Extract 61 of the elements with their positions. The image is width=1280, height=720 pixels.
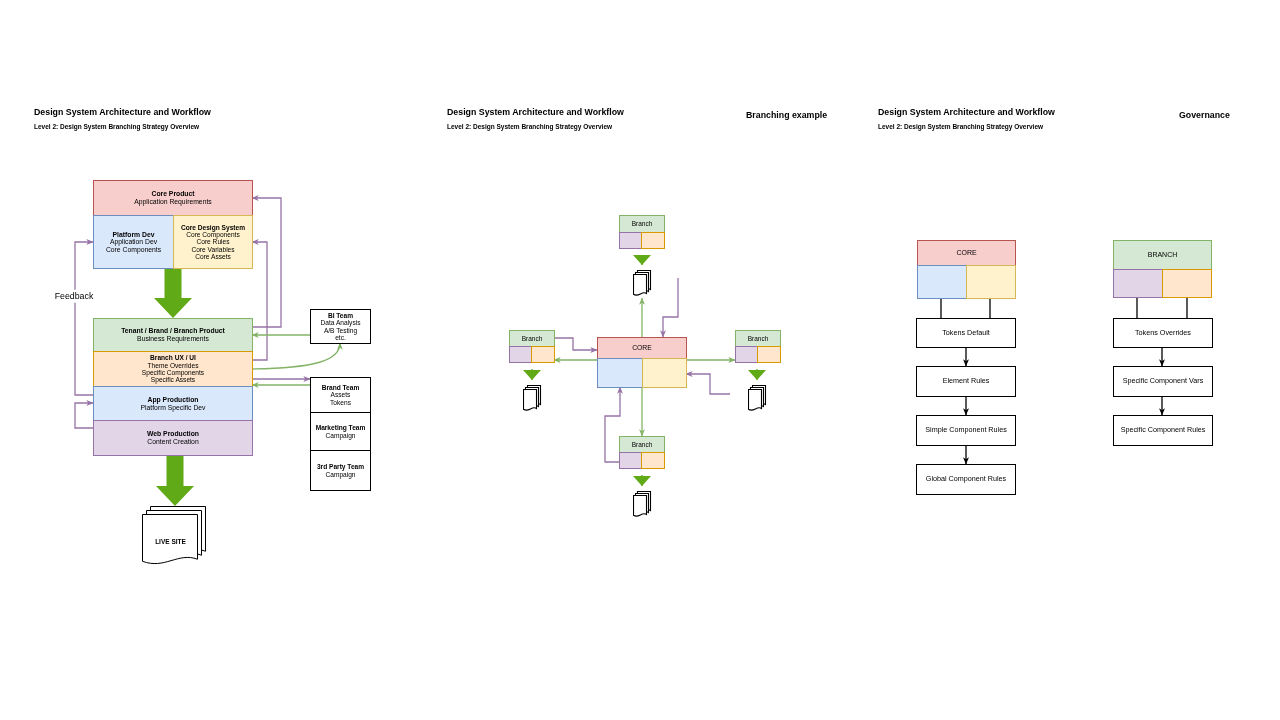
- arrow: [251, 376, 311, 382]
- arrow: [660, 277, 679, 338]
- chevron-arrow: [748, 368, 766, 381]
- chevron-arrow: [633, 254, 651, 266]
- arrow: [604, 386, 623, 463]
- arrow: [251, 239, 268, 361]
- process-box: [597, 337, 687, 359]
- process-box: [916, 318, 1016, 348]
- process-box: [173, 215, 253, 269]
- process-box: [310, 450, 371, 491]
- arrow: [685, 371, 731, 395]
- arrow: [639, 297, 645, 338]
- connector-line: [940, 297, 942, 319]
- process-box: [93, 351, 253, 387]
- diagram-title: Design System Architecture and Workflow: [34, 107, 211, 118]
- document-stack-icon: [633, 491, 652, 520]
- panel-heading: Design System Architecture and Workflow: [878, 107, 1055, 118]
- panel-heading: Design System Architecture and Workflow: [447, 107, 624, 118]
- document-stack-icon: [523, 385, 542, 414]
- process-box: [1113, 318, 1213, 348]
- arrow: [251, 332, 311, 338]
- arrow: [251, 382, 311, 388]
- arrow: [963, 395, 969, 416]
- process-box: [310, 412, 371, 451]
- arrow: [685, 357, 736, 363]
- process-box: [1113, 240, 1212, 270]
- arrow: [963, 444, 969, 465]
- edge-label: Feedback: [54, 289, 94, 303]
- process-box: [1113, 415, 1213, 446]
- process-box: [93, 180, 253, 216]
- arrow: [553, 337, 598, 353]
- arrow: [1159, 346, 1165, 367]
- document-stack-icon: [748, 385, 767, 414]
- process-box: [310, 377, 371, 413]
- process-box: [1113, 366, 1213, 397]
- arrow: [251, 342, 343, 370]
- process-box: [619, 215, 665, 233]
- arrow: [639, 386, 645, 437]
- chevron-arrow: [633, 474, 651, 487]
- section-heading: Branching example: [746, 110, 828, 121]
- process-box: [916, 366, 1016, 397]
- arrow: [553, 357, 598, 363]
- arrow: [74, 400, 94, 429]
- arrow: [963, 346, 969, 367]
- connector-line: [1136, 296, 1138, 319]
- process-box: [310, 309, 371, 344]
- arrow: [1159, 395, 1165, 416]
- arrow: [74, 239, 94, 396]
- process-box: [916, 464, 1016, 495]
- section-heading: Governance: [1179, 110, 1230, 121]
- connector-line: [1186, 296, 1188, 319]
- process-box: [93, 318, 253, 352]
- arrow: [251, 195, 282, 328]
- process-box: [93, 420, 253, 456]
- process-box: [93, 215, 174, 269]
- connector-line: [989, 297, 991, 319]
- process-box: [93, 386, 253, 421]
- process-box: [916, 415, 1016, 446]
- block-arrow: [156, 455, 194, 506]
- process-box: [917, 240, 1016, 266]
- chevron-arrow: [523, 368, 541, 381]
